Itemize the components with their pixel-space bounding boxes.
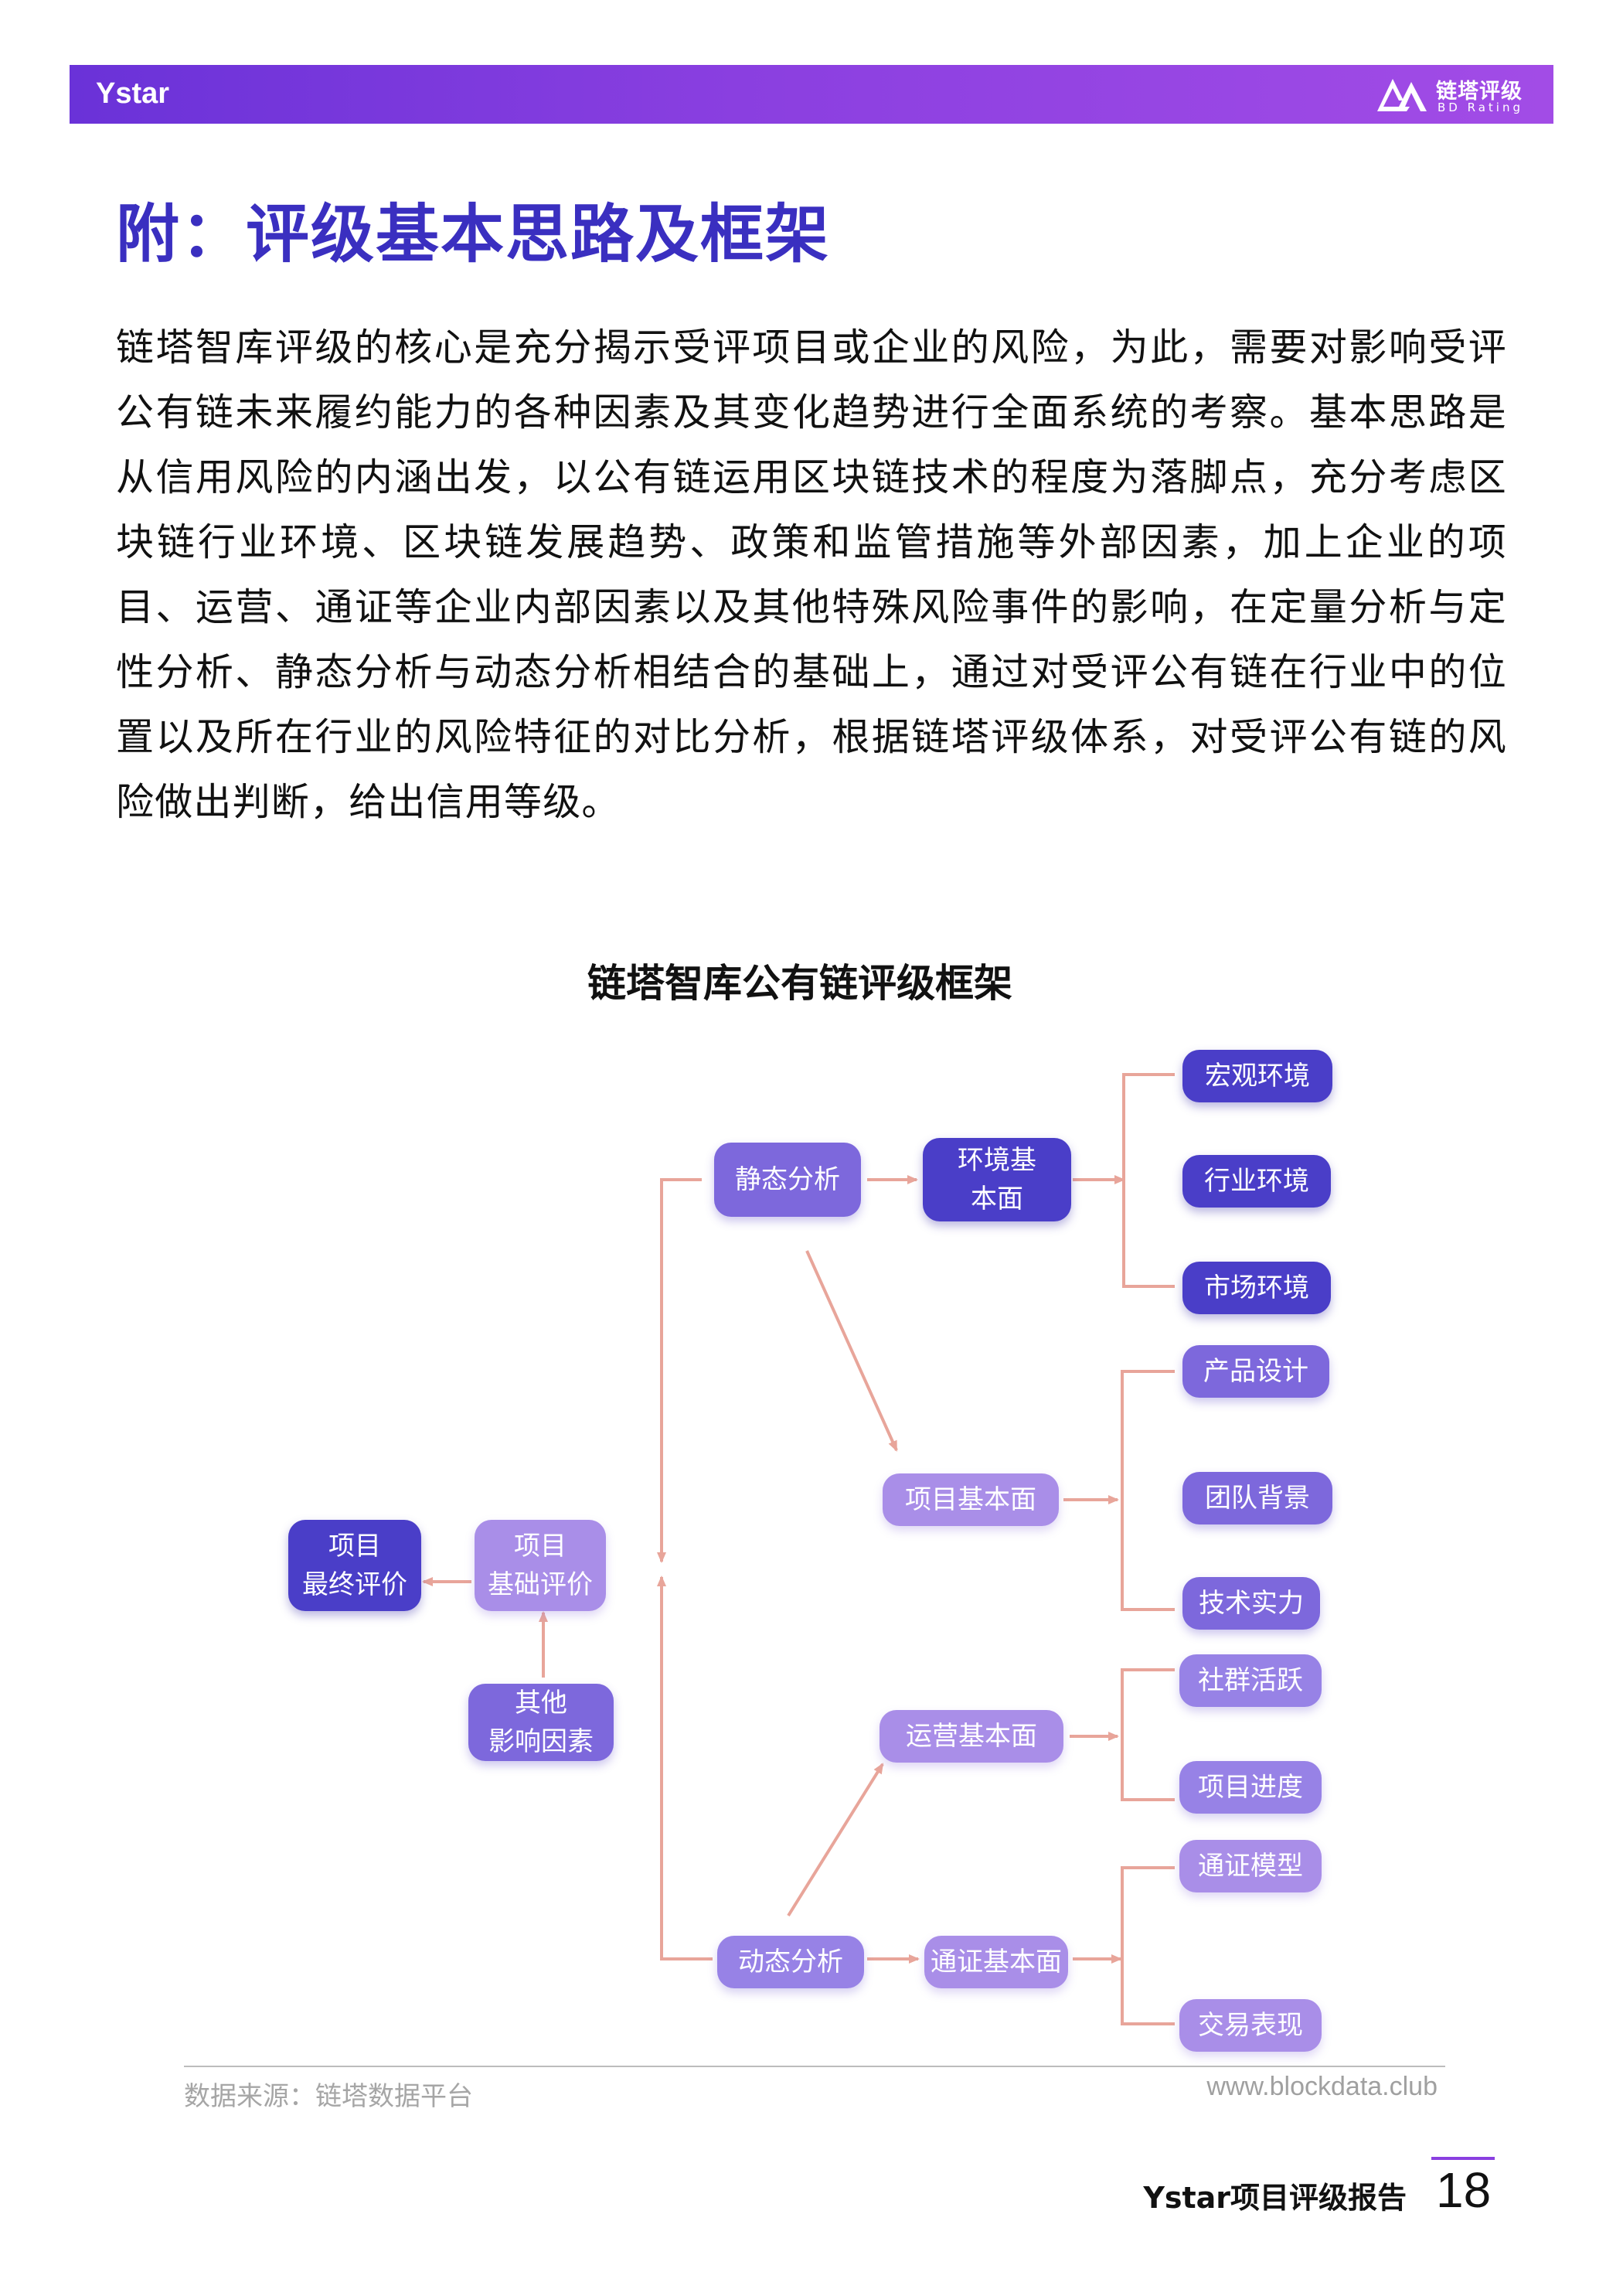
header-bar: Ystar 链塔评级 BD Rating	[70, 65, 1553, 124]
page-title: 附：评级基本思路及框架	[116, 198, 831, 271]
node-team-background: 团队背景	[1182, 1472, 1332, 1524]
node-market-environment: 市场环境	[1182, 1262, 1331, 1314]
node-token: 通证基本面	[924, 1936, 1068, 1988]
node-operation: 运营基本面	[880, 1710, 1063, 1763]
report-name: Ystar项目评级报告	[1143, 2181, 1407, 2215]
logo-subtext: BD Rating	[1438, 100, 1523, 114]
node-base-rating: 项目基础评价	[475, 1520, 606, 1611]
brand-name: Ystar	[96, 77, 170, 110]
page-number: 18	[1436, 2162, 1492, 2218]
data-source: 数据来源：链塔数据平台	[184, 2081, 473, 2112]
node-macro-environment: 宏观环境	[1182, 1050, 1332, 1102]
brand-logo: 链塔评级 BD Rating	[1376, 73, 1530, 116]
node-trading-performance: 交易表现	[1179, 1999, 1322, 2052]
logo-text: 链塔评级	[1436, 80, 1523, 104]
node-other-factors: 其他影响因素	[468, 1684, 614, 1761]
node-project-progress: 项目进度	[1179, 1761, 1322, 1814]
node-product-design: 产品设计	[1182, 1345, 1329, 1398]
node-tech-strength: 技术实力	[1182, 1577, 1320, 1630]
node-dynamic-analysis: 动态分析	[717, 1936, 864, 1988]
diagram-title: 链塔智库公有链评级框架	[587, 961, 1012, 1006]
source-divider	[184, 2066, 1445, 2067]
node-community-activity: 社群活跃	[1179, 1654, 1322, 1707]
node-static-analysis: 静态分析	[714, 1143, 861, 1217]
page-number-accent	[1431, 2157, 1495, 2160]
node-final-rating: 项目最终评价	[288, 1520, 421, 1611]
node-project: 项目基本面	[883, 1473, 1059, 1526]
node-industry-environment: 行业环境	[1182, 1155, 1331, 1208]
node-token-model: 通证模型	[1179, 1840, 1322, 1892]
node-environment: 环境基本面	[923, 1138, 1071, 1221]
website-link[interactable]: www.blockdata.club	[1206, 2072, 1438, 2101]
intro-paragraph: 链塔智库评级的核心是充分揭示受评项目或企业的风险，为此，需要对影响受评公有链未来…	[116, 325, 1507, 824]
logo-mark-icon	[1377, 79, 1427, 111]
